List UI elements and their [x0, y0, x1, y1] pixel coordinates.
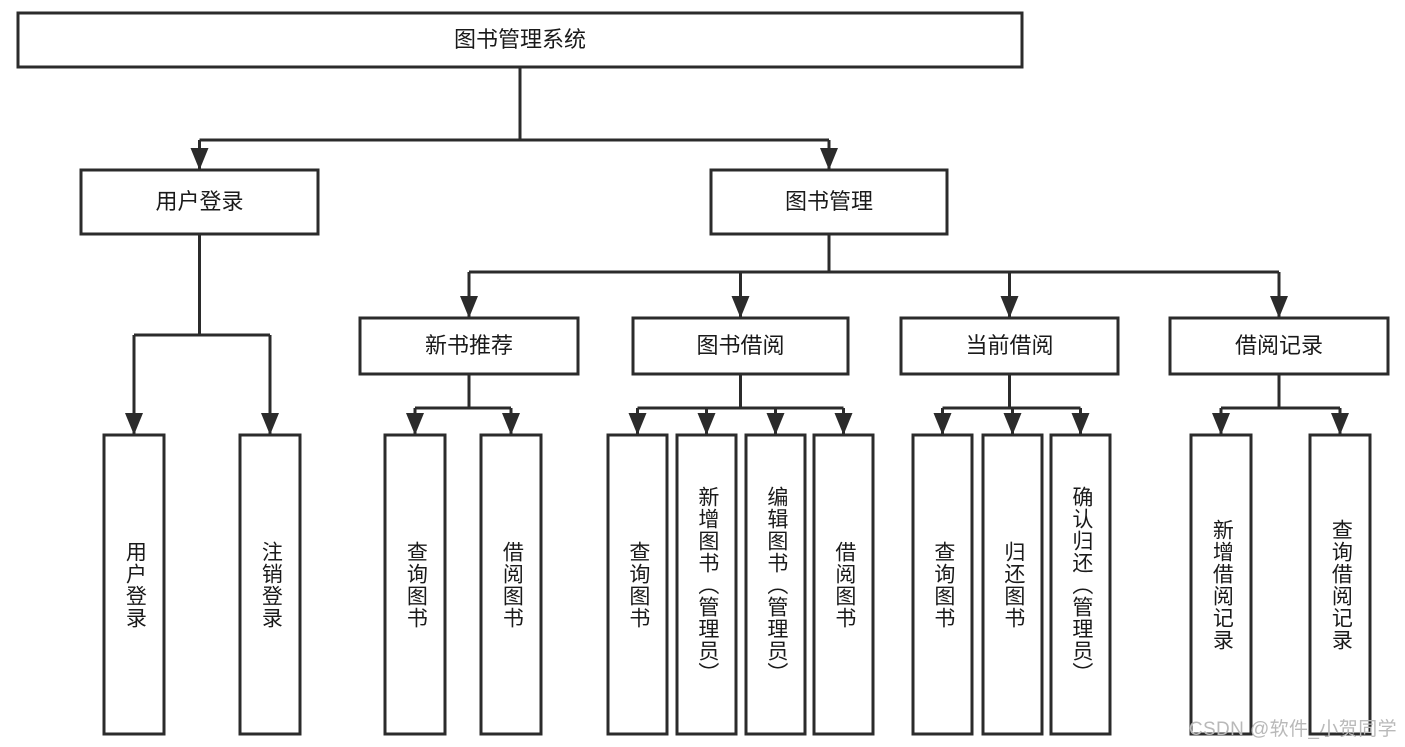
arrow-head-icon-root-0 [190, 148, 209, 170]
node-box-query-borrow-record[interactable] [1308, 433, 1372, 736]
node-box-borrow-records[interactable] [1168, 316, 1390, 376]
arrow-head-icon-borrow-record-1 [1331, 413, 1349, 435]
node-box-current-borrowing[interactable] [899, 316, 1120, 376]
arrow-head-icon-user-login-1 [261, 413, 279, 435]
arrow-head-icon-book-borrow-3 [834, 413, 853, 435]
node-box-user-login[interactable] [102, 433, 166, 736]
node-box-borrow-books[interactable] [812, 433, 875, 736]
node-box-query-books[interactable] [911, 433, 974, 736]
node-box-confirm-return-admin[interactable] [1049, 433, 1112, 736]
arrow-head-icon-current-borrow-1 [1003, 413, 1022, 435]
node-box-query-books[interactable] [606, 433, 669, 736]
node-box-query-books[interactable] [383, 433, 447, 736]
node-box-edit-book-admin[interactable] [744, 433, 807, 736]
arrow-head-icon-new-book-1 [502, 413, 520, 435]
boxes-layer [16, 11, 1390, 736]
node-box-book-management-system[interactable] [16, 11, 1024, 69]
arrow-head-icon-book-management-3 [1270, 296, 1288, 318]
arrow-head-icon-user-login-0 [125, 413, 143, 435]
node-box-new-book-recommendation[interactable] [358, 316, 580, 376]
arrow-head-icon-book-management-0 [460, 296, 478, 318]
node-box-add-borrow-record[interactable] [1189, 433, 1253, 736]
arrow-head-icon-current-borrow-2 [1071, 413, 1090, 435]
arrow-head-icon-root-1 [820, 148, 838, 170]
arrow-head-icon-new-book-0 [406, 413, 424, 435]
arrow-head-icon-current-borrow-0 [933, 413, 952, 435]
arrow-head-icon-book-borrow-0 [628, 413, 647, 435]
node-box-add-book-admin[interactable] [675, 433, 738, 736]
node-box-book-borrowing[interactable] [631, 316, 850, 376]
arrow-head-icon-book-management-1 [731, 296, 750, 318]
arrow-head-icon-borrow-record-0 [1212, 413, 1230, 435]
node-box-logout[interactable] [238, 433, 302, 736]
connectors-layer [125, 67, 1349, 435]
node-box-book-management[interactable] [709, 168, 949, 236]
arrow-head-icon-book-management-2 [1000, 296, 1019, 318]
node-box-borrow-books[interactable] [479, 433, 543, 736]
node-box-return-books[interactable] [981, 433, 1044, 736]
node-box-user-login[interactable] [79, 168, 320, 236]
arrow-head-icon-book-borrow-1 [697, 413, 716, 435]
watermark-text: CSDN @软件_小贺同学 [1188, 719, 1397, 740]
arrow-head-icon-book-borrow-2 [766, 413, 785, 435]
